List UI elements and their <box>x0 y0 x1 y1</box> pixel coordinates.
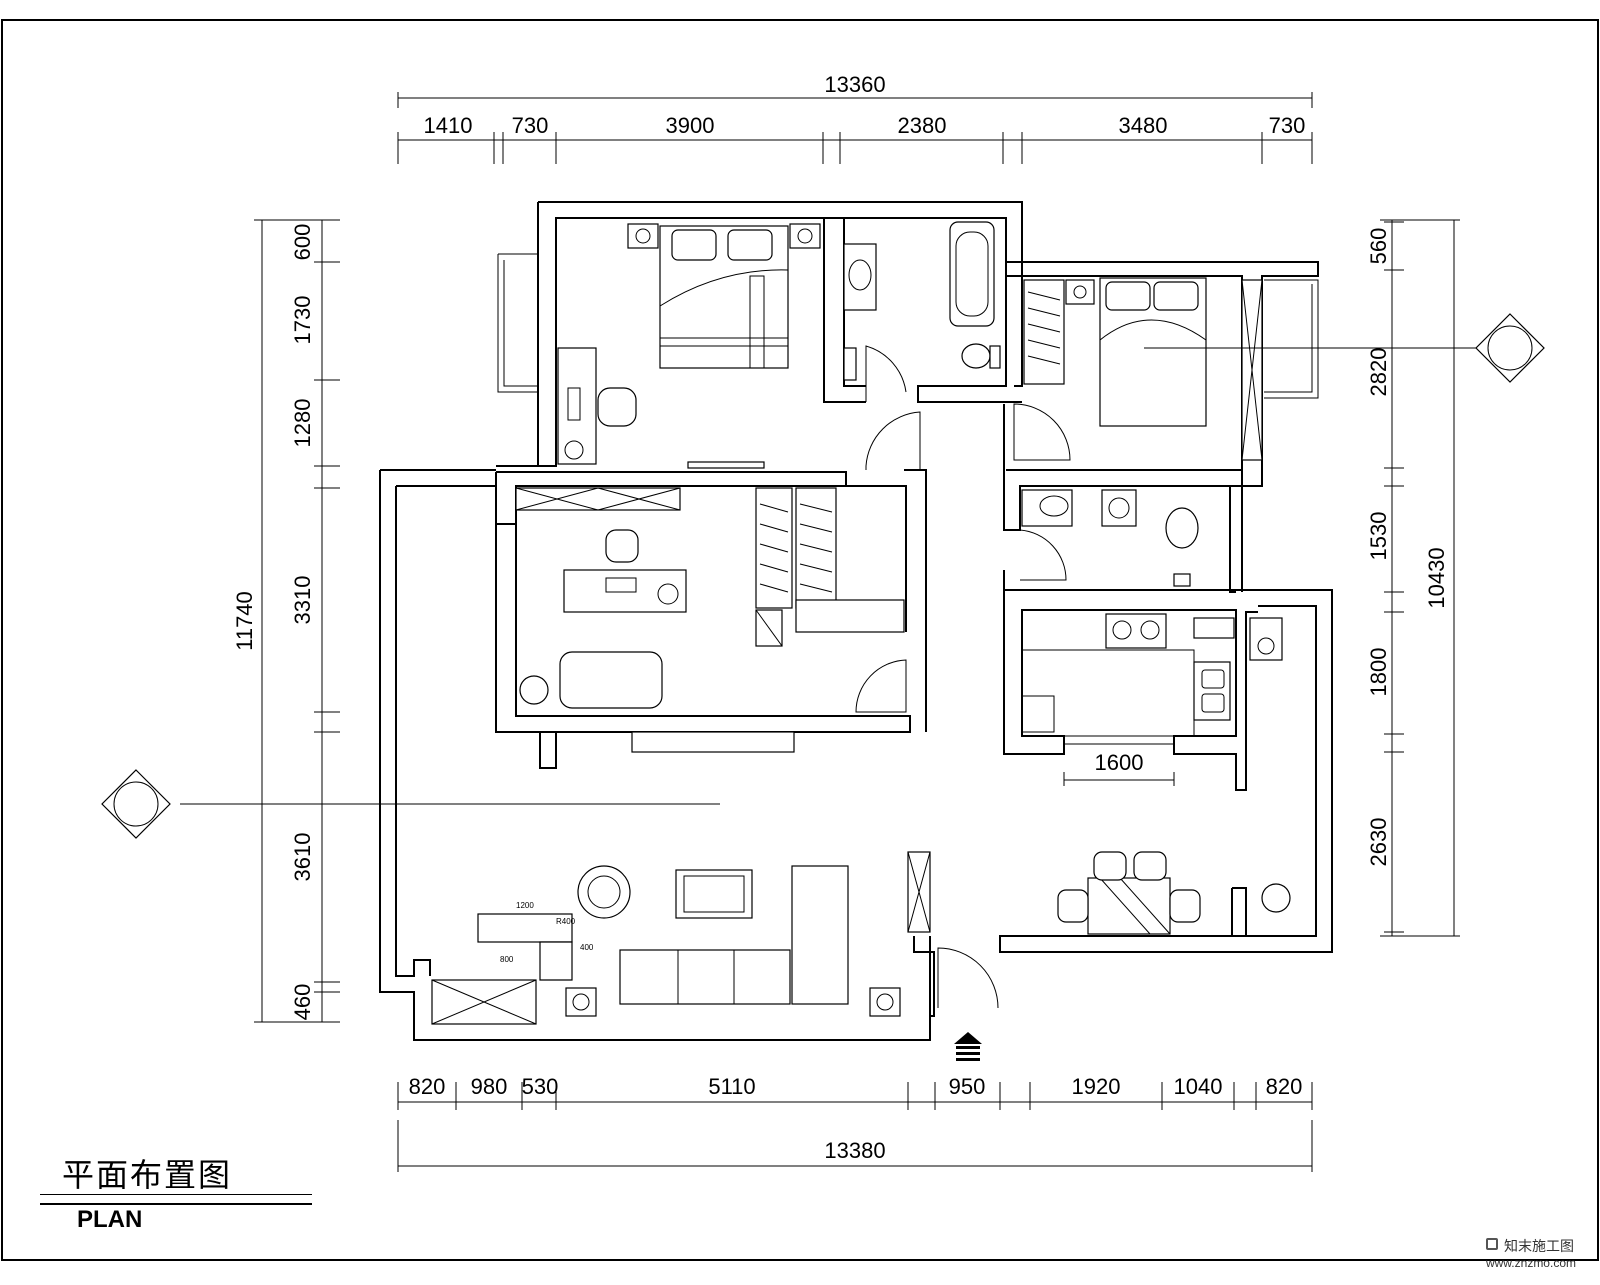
section-symbol-right <box>1144 313 1545 383</box>
watermark: 知末施工图 www.znzmo.com <box>1485 1236 1576 1270</box>
watermark-url: www.znzmo.com <box>1485 1256 1576 1270</box>
dim-bottom-8: 820 <box>1266 1074 1303 1099</box>
bath2-sink <box>1021 489 1073 527</box>
kitchen-fixtures: 1600 <box>1021 613 1283 786</box>
dining-furniture <box>1057 851 1291 935</box>
dim-top-total: 13360 <box>824 72 885 97</box>
dim-bottom-5: 950 <box>949 1074 986 1099</box>
study-furniture <box>515 487 905 753</box>
dim-bottom-total: 13380 <box>824 1138 885 1163</box>
dim-bottom-4: 5110 <box>708 1074 755 1099</box>
dim-left-3: 1280 <box>290 399 315 448</box>
dining-chair-4 <box>1169 889 1201 923</box>
dim-left-total: 11740 <box>232 591 257 651</box>
dim-left-6: 460 <box>290 984 315 1021</box>
nightstand-2 <box>1065 279 1095 305</box>
bar-counter <box>477 913 573 943</box>
range-hood <box>1193 617 1235 639</box>
sheet-border <box>1 19 1599 1261</box>
dim-top-5: 3480 <box>1119 113 1168 138</box>
plan-title-chinese: 平面布置图 <box>62 1156 233 1194</box>
washing-machine <box>1101 489 1137 527</box>
bar-label-diag: R400 <box>556 917 576 926</box>
second-bath-fixtures <box>1021 489 1199 587</box>
dim-right-2: 2820 <box>1366 348 1391 397</box>
dim-bottom-1: 820 <box>409 1074 446 1099</box>
plant-icon <box>1261 883 1291 913</box>
dim-right-5: 2630 <box>1366 818 1391 867</box>
dim-left-2: 1730 <box>290 296 315 345</box>
dining-chair-2 <box>1133 851 1167 881</box>
dining-chair-3 <box>1057 889 1089 923</box>
nightstand-left <box>627 223 659 249</box>
watermark-brand: 知末施工图 <box>1503 1239 1574 1255</box>
study-closet-rack <box>795 599 905 633</box>
pillow-left <box>671 229 717 261</box>
living-sofa <box>619 949 791 1005</box>
study-cabinet <box>515 487 681 511</box>
bar-label-bottom: 800 <box>500 955 514 964</box>
dining-table <box>1087 877 1171 935</box>
dim-left-4: 3310 <box>290 576 315 625</box>
bathtub <box>949 221 995 327</box>
master-desk-chair <box>597 387 637 427</box>
dim-left-1: 600 <box>290 224 315 261</box>
kitchen-sink <box>1193 661 1231 721</box>
toilet-second <box>1165 507 1199 549</box>
master-bedroom-furniture <box>557 223 821 469</box>
right-dimension-chain: 560 2820 1530 1800 2630 10430 <box>1366 219 1460 937</box>
dim-left-5: 3610 <box>290 833 315 882</box>
dim-bottom-6: 1920 <box>1072 1074 1121 1099</box>
second-bedroom-furniture <box>1023 277 1263 461</box>
tv-cabinet <box>791 865 849 1005</box>
toilet-master <box>961 343 991 369</box>
wardrobe-left <box>1023 279 1065 385</box>
study-desk <box>563 569 687 613</box>
pillow-right <box>727 229 773 261</box>
master-bath-fixtures <box>843 221 1001 381</box>
doors <box>855 345 1071 1009</box>
stove <box>1105 613 1167 649</box>
left-dimension-chain: 11740 600 1730 1280 3310 3610 460 <box>232 219 340 1023</box>
dim-kitchen-width: 1600 <box>1095 750 1144 775</box>
dim-bottom-3: 530 <box>522 1074 559 1099</box>
study-sofa <box>559 651 663 709</box>
dim-top-4: 2380 <box>898 113 947 138</box>
title-underline <box>40 1194 312 1205</box>
bar-label-top: 1200 <box>516 901 534 910</box>
bottom-dimension-chain: 820 980 530 5110 950 1920 1040 820 13380 <box>397 1074 1313 1172</box>
watermark-logo-icon <box>1485 1238 1498 1250</box>
round-coffee-table <box>577 865 631 919</box>
master-desk <box>557 347 597 465</box>
section-symbol-left <box>101 769 720 839</box>
top-dimension-chain: 13360 1410 730 3900 2380 3480 730 <box>397 72 1313 164</box>
dim-bottom-7: 1040 <box>1174 1074 1223 1099</box>
plan-title-english: PLAN <box>77 1206 143 1233</box>
study-side-table <box>519 675 549 705</box>
dim-bottom-2: 980 <box>471 1074 508 1099</box>
tv-table <box>675 869 753 919</box>
dim-top-6: 730 <box>1269 113 1306 138</box>
dim-right-3: 1530 <box>1366 512 1391 561</box>
dim-top-2: 730 <box>512 113 549 138</box>
study-tv-unit <box>631 731 795 753</box>
nightstand-right <box>789 223 821 249</box>
dim-right-4: 1800 <box>1366 648 1391 697</box>
study-chair <box>605 529 639 563</box>
dim-top-3: 3900 <box>666 113 715 138</box>
entrance-arrow-icon <box>954 1032 982 1061</box>
dim-right-total: 10430 <box>1424 547 1449 608</box>
dim-top-1: 1410 <box>424 113 473 138</box>
bar-label-side: 400 <box>580 943 594 952</box>
dim-right-1: 560 <box>1366 228 1391 265</box>
living-room-furniture: 1200 800 400 R400 <box>431 851 931 1025</box>
dining-chair-1 <box>1093 851 1127 881</box>
